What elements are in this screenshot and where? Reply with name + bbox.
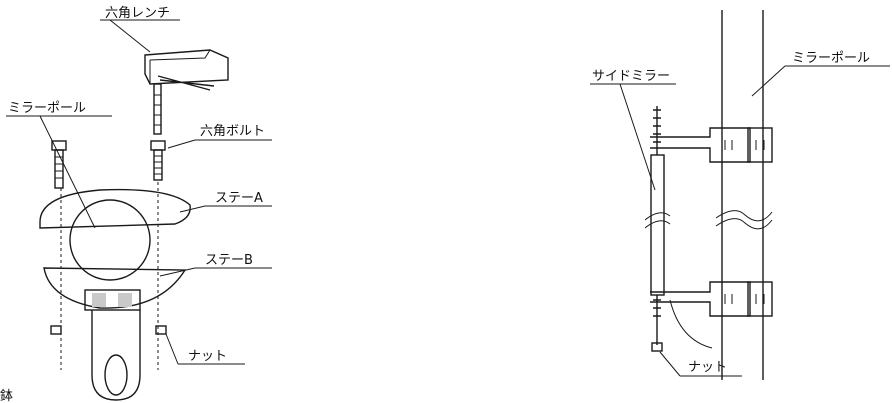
label-nut-right: ナット [688, 360, 727, 375]
hex-wrench [144, 49, 229, 135]
label-side-mirror: サイドミラー [592, 69, 670, 84]
label-hex-wrench: 六角レンチ [105, 6, 170, 21]
left-bolt [51, 140, 67, 189]
lower-clamp [650, 281, 773, 349]
left-nut [50, 325, 62, 335]
label-nut-left: ナット [188, 349, 227, 364]
mirror-pole-section [69, 199, 151, 281]
corner-text: 鉢 [0, 389, 13, 403]
mirror-pole [715, 10, 773, 380]
label-mirror-pole-left: ミラーポール [8, 101, 86, 116]
upper-clamp [650, 127, 773, 163]
stay-b [43, 267, 187, 311]
right-nut-part [651, 342, 663, 352]
hex-bolt [150, 140, 166, 181]
label-stay-b: ステーB [205, 253, 253, 268]
stay-a [39, 188, 191, 229]
label-hex-bolt: 六角ボルト [200, 124, 265, 139]
bracket-arm [91, 310, 141, 401]
label-mirror-pole-right: ミラーポール [792, 51, 870, 66]
side-mirror [644, 106, 671, 345]
right-assembly-figure: ミラーポール サイドミラー ナット [590, 10, 890, 380]
left-assembly-figure: 六角レンチ ミラーポール 六角ボルト ステーA ステーB ナット 鉢 [0, 6, 272, 403]
label-stay-a: ステーA [215, 191, 263, 206]
right-nut [155, 325, 167, 335]
